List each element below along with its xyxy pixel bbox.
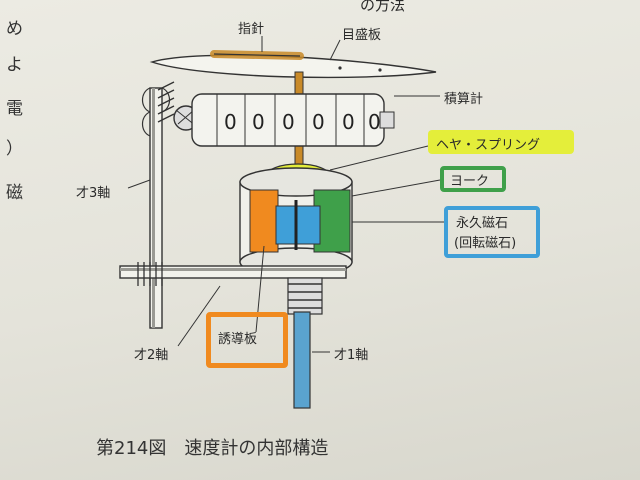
odometer-digit: 0: [282, 110, 295, 134]
margin-char: ）: [6, 139, 23, 159]
odometer-digit: 0: [342, 110, 355, 134]
odometer-digit: 0: [224, 110, 237, 134]
label-magnet: 永久磁石: [456, 216, 509, 231]
yoke-housing: [239, 167, 353, 277]
odometer-drum: 0 0 0 0 0 0: [191, 93, 395, 147]
margin-char: よ: [6, 55, 23, 75]
yoke-highlight: [440, 166, 506, 192]
odometer-digit: 0: [252, 110, 265, 134]
label-needle: 指針: [238, 22, 265, 37]
label-odometer: 積算計: [444, 92, 484, 107]
margin-char: め: [6, 19, 23, 39]
shaft-3: [141, 81, 175, 329]
label-shaft-3: 才3軸: [76, 186, 111, 201]
label-shaft-1: 才1軸: [334, 348, 369, 363]
shaft-1: [293, 311, 311, 409]
needle-plate: [149, 50, 437, 79]
top-text: の方法: [360, 0, 406, 14]
label-shaft-2: 才2軸: [134, 348, 169, 363]
figure-caption: 第214図 速度計の内部構造: [96, 438, 329, 459]
label-yoke: ヨーク: [450, 174, 490, 189]
odometer-digit: 0: [312, 110, 325, 134]
worm-gear-bottom: [287, 277, 323, 315]
hairspring-highlight: [428, 130, 574, 154]
label-scale-plate: 目盛板: [342, 28, 382, 43]
magnet-highlight: [444, 206, 540, 258]
margin-char: 磁: [6, 183, 23, 203]
margin-char: 電: [6, 99, 23, 119]
label-magnet-sub: (回転磁石): [454, 236, 517, 251]
induction-plate-highlight: [206, 312, 288, 368]
leader-lines: [127, 36, 444, 353]
label-hairspring: ヘヤ・スプリング: [436, 138, 541, 153]
shaft-2: [119, 262, 347, 286]
odometer-digit: 0: [368, 110, 381, 134]
label-induction-plate: 誘導板: [218, 332, 258, 347]
